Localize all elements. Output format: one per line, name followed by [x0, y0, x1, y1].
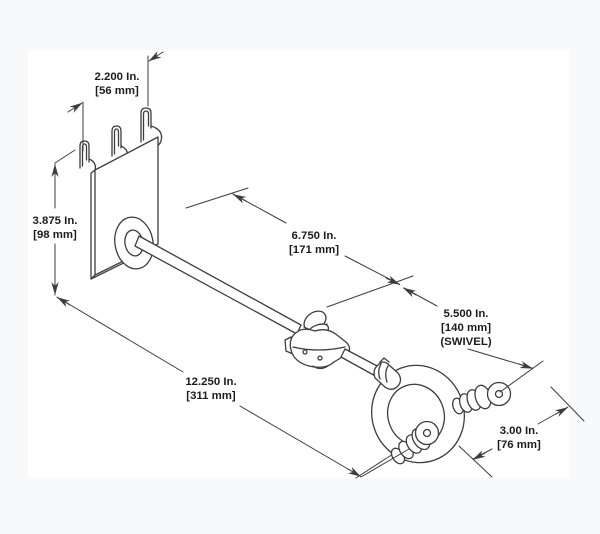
swivel-collar	[373, 357, 402, 390]
label-swivel-mm: [140 mm]	[441, 322, 491, 334]
lower-arm	[390, 420, 440, 465]
dim-rod-exposed: 6.750 In. [171 mm]	[185, 187, 400, 285]
label-rod-mm: [171 mm]	[289, 244, 339, 256]
pegboard-prongs	[79, 107, 163, 172]
label-plate-width-mm: [56 mm]	[95, 85, 139, 97]
label-plate-width-in: 2.200 In.	[95, 71, 140, 83]
dim-plate-width: 2.200 In. [56 mm]	[67, 51, 164, 152]
dim-arm-length: 3.00 In. [76 mm]	[458, 386, 585, 478]
label-arm-mm: [76 mm]	[497, 439, 541, 451]
hook-end-extension-line	[499, 360, 544, 393]
dim-plate-height: 3.875 In. [98 mm]	[33, 149, 78, 296]
clamp-extension-line	[326, 275, 414, 308]
upper-pad-center	[494, 389, 504, 399]
label-plate-height-in: 3.875 In.	[33, 215, 78, 227]
label-arm-in: 3.00 In.	[500, 425, 539, 437]
label-overall-in: 12.250 In.	[185, 376, 236, 388]
lower-pad-center	[422, 428, 432, 438]
label-swivel-note: (SWIVEL)	[440, 336, 491, 348]
dim-swivel-reach: 5.500 In. [140 mm] (SWIVEL)	[403, 287, 534, 369]
dim-overall-length: 12.250 In. [311 mm]	[56, 296, 410, 478]
label-swivel-in: 5.500 In.	[444, 308, 489, 320]
label-overall-mm: [311 mm]	[186, 390, 236, 402]
label-rod-in: 6.750 In.	[292, 230, 337, 242]
label-plate-height-mm: [98 mm]	[33, 229, 77, 241]
